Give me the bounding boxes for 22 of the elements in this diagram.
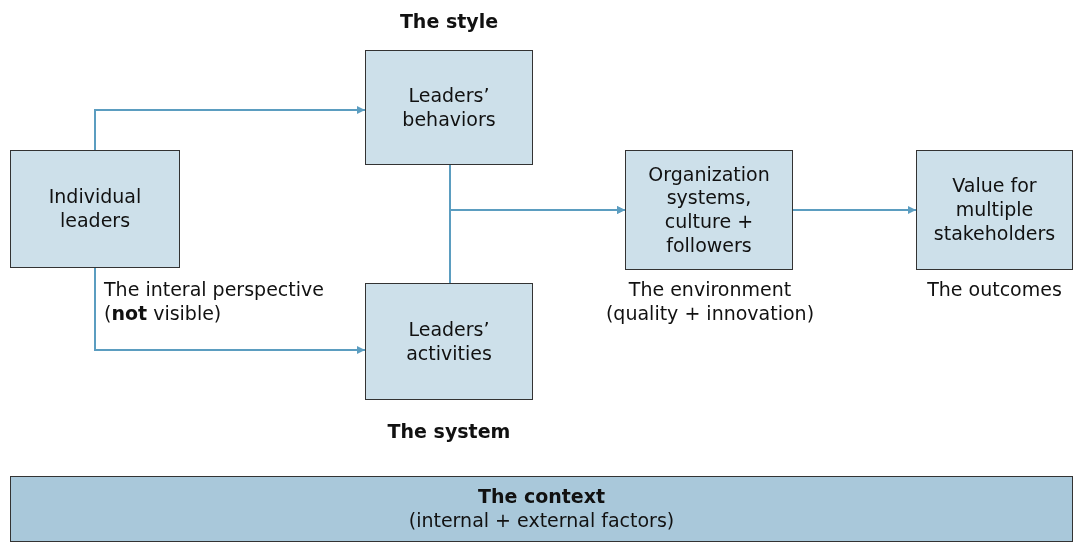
- process-box: [365, 50, 533, 165]
- context-band: [10, 476, 1073, 542]
- node-caption: The interal perspective (not visible): [104, 278, 325, 326]
- arrow: [449, 206, 626, 284]
- arrow: [792, 206, 917, 214]
- process-box: [625, 150, 793, 270]
- process-box: [916, 150, 1073, 270]
- box-label: Leaders’ behaviors: [401, 83, 497, 132]
- process-box: [365, 283, 533, 400]
- arrow: [94, 267, 366, 354]
- box-heading: The style: [398, 10, 500, 34]
- box-label: Leaders’ activities: [405, 317, 493, 366]
- band-heading: The context: [477, 485, 606, 509]
- box-label: Individual leaders: [47, 185, 143, 233]
- box-label: (internal + external factors): [407, 509, 676, 533]
- process-box: [10, 150, 180, 268]
- node-caption: The outcomes: [926, 278, 1063, 302]
- box-label: Value for multiple stakeholders: [932, 174, 1057, 246]
- box-label: Organization systems, culture + followers: [647, 162, 771, 258]
- node-caption: The environment (quality + innovation): [604, 278, 816, 326]
- box-heading: The system: [386, 420, 512, 444]
- arrow: [94, 106, 366, 151]
